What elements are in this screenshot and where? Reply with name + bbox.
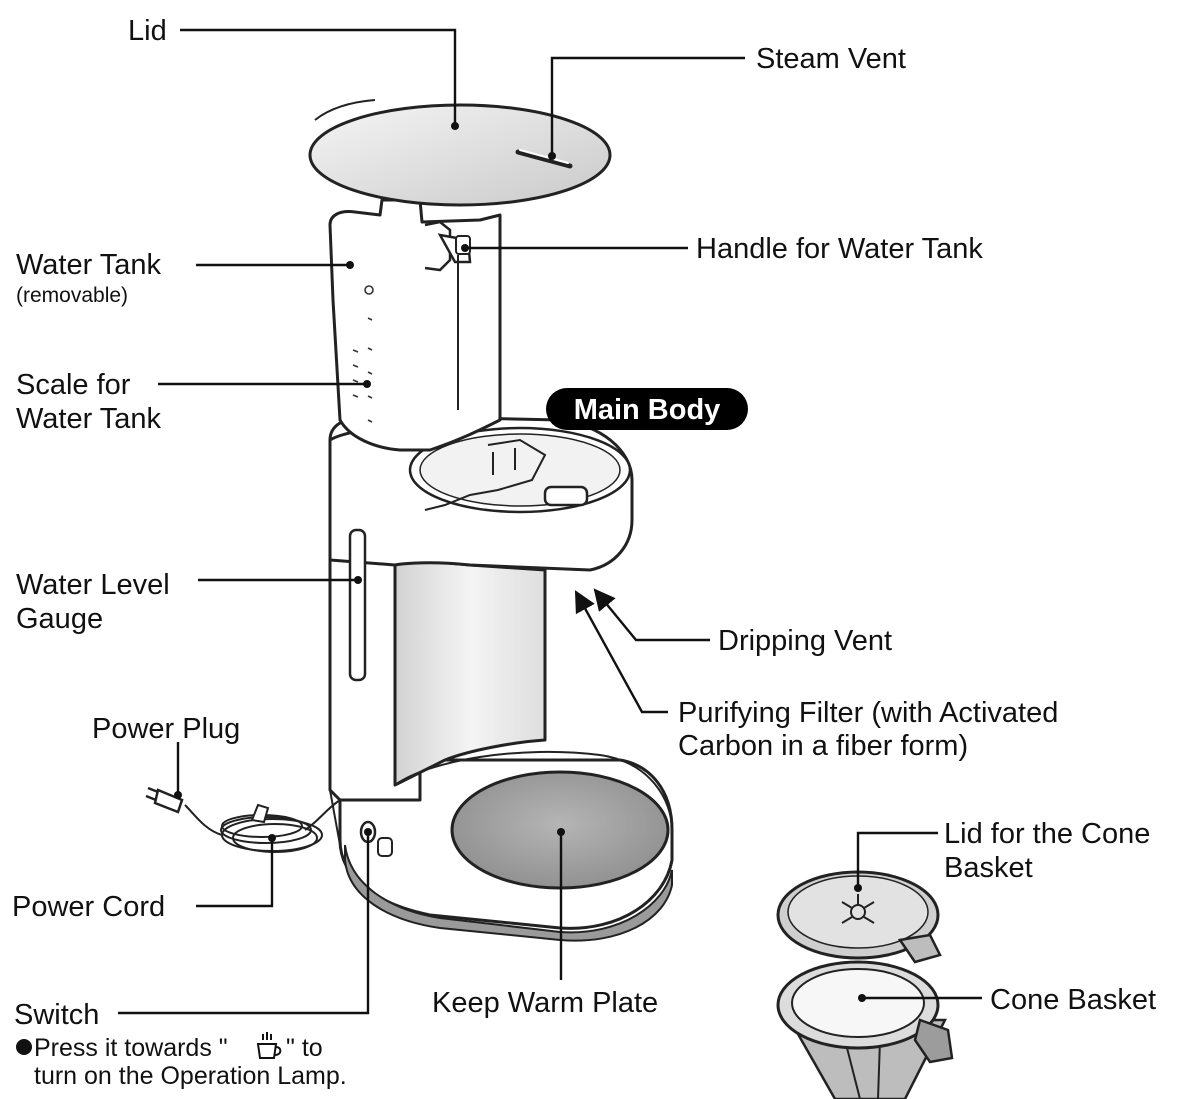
label-water-tank-note: (removable) (16, 284, 128, 307)
label-switch: Switch (14, 999, 99, 1031)
label-scale-line2: Water Tank (16, 403, 162, 435)
cup-with-steam-icon (256, 1032, 282, 1059)
switch-note-before: Press it towards " (34, 1034, 228, 1062)
label-cone-basket: Cone Basket (990, 984, 1156, 1016)
label-lid: Lid (128, 15, 167, 47)
cone-basket-lid-illustration (776, 870, 942, 964)
water-tank-illustration (328, 198, 502, 452)
switch-note-line2: turn on the Operation Lamp. (34, 1062, 347, 1090)
label-power-plug: Power Plug (92, 713, 240, 745)
main-body-badge (546, 388, 748, 430)
label-scale-line1: Scale for (16, 369, 131, 401)
bullet-dot-icon (16, 1039, 32, 1055)
cone-basket-illustration (776, 960, 954, 1099)
label-water-level-line1: Water Level (16, 569, 170, 601)
power-cord-illustration (184, 799, 341, 853)
switch-note-after: " to (286, 1034, 323, 1062)
label-handle-for-water-tank: Handle for Water Tank (696, 233, 983, 265)
power-plug-illustration (145, 786, 184, 814)
label-purifying-line1: Purifying Filter (with Activated (678, 697, 1058, 729)
label-power-cord: Power Cord (12, 891, 165, 923)
label-water-level-line2: Gauge (16, 603, 103, 635)
label-keep-warm-plate: Keep Warm Plate (432, 987, 658, 1019)
label-dripping-vent: Dripping Vent (718, 625, 892, 657)
lid-illustration (308, 99, 612, 207)
label-purifying-line2: Carbon in a fiber form) (678, 730, 968, 762)
label-steam-vent: Steam Vent (756, 43, 906, 75)
main-body-badge-text: Main Body (574, 394, 721, 426)
label-lid-cone-line2: Basket (944, 852, 1033, 884)
label-lid-cone-line1: Lid for the Cone (944, 818, 1150, 850)
leader-lines (118, 28, 982, 1015)
label-water-tank: Water Tank (16, 249, 162, 281)
